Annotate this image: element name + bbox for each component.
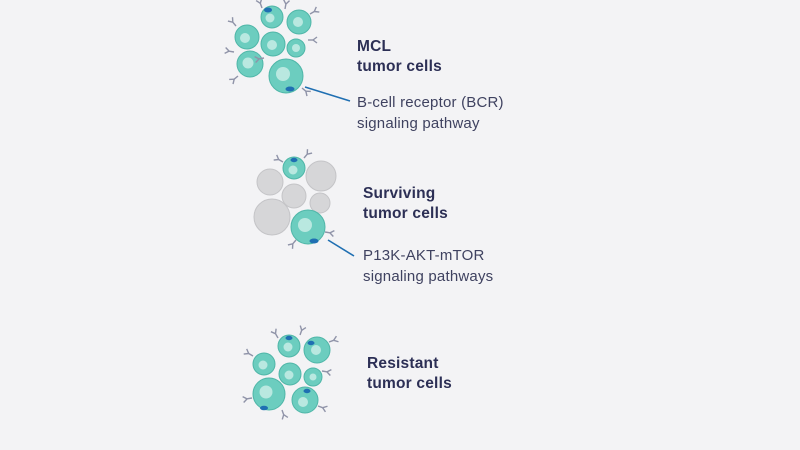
group-title-line: tumor cells (363, 205, 448, 222)
connector-line (304, 86, 351, 102)
connector-line (327, 239, 355, 257)
pathway-label-line: B-cell receptor (BCR) (357, 94, 504, 111)
resistant-cell-cluster-icon (241, 324, 340, 421)
group-title-line: Resistant (367, 355, 439, 372)
group-title-line: Surviving (363, 185, 436, 202)
group-title-line: tumor cells (367, 375, 452, 392)
group-title-line: MCL (357, 38, 392, 55)
pathway-label-line: P13K-AKT-mTOR (363, 247, 485, 264)
group-title-line: tumor cells (357, 58, 442, 75)
surviving-cell-cluster-icon (253, 148, 337, 250)
group-title: Surviving tumor cells (363, 184, 448, 224)
group-title: MCL tumor cells (357, 37, 442, 77)
pathway-label: B-cell receptor (BCR) signaling pathway (357, 92, 504, 134)
tumor-cell-cluster-icon (223, 0, 320, 97)
group-title: Resistant tumor cells (367, 354, 452, 394)
pathway-label: P13K-AKT-mTOR signaling pathways (363, 245, 493, 287)
pathway-label-line: signaling pathway (357, 115, 480, 132)
pathway-label-line: signaling pathways (363, 268, 494, 285)
